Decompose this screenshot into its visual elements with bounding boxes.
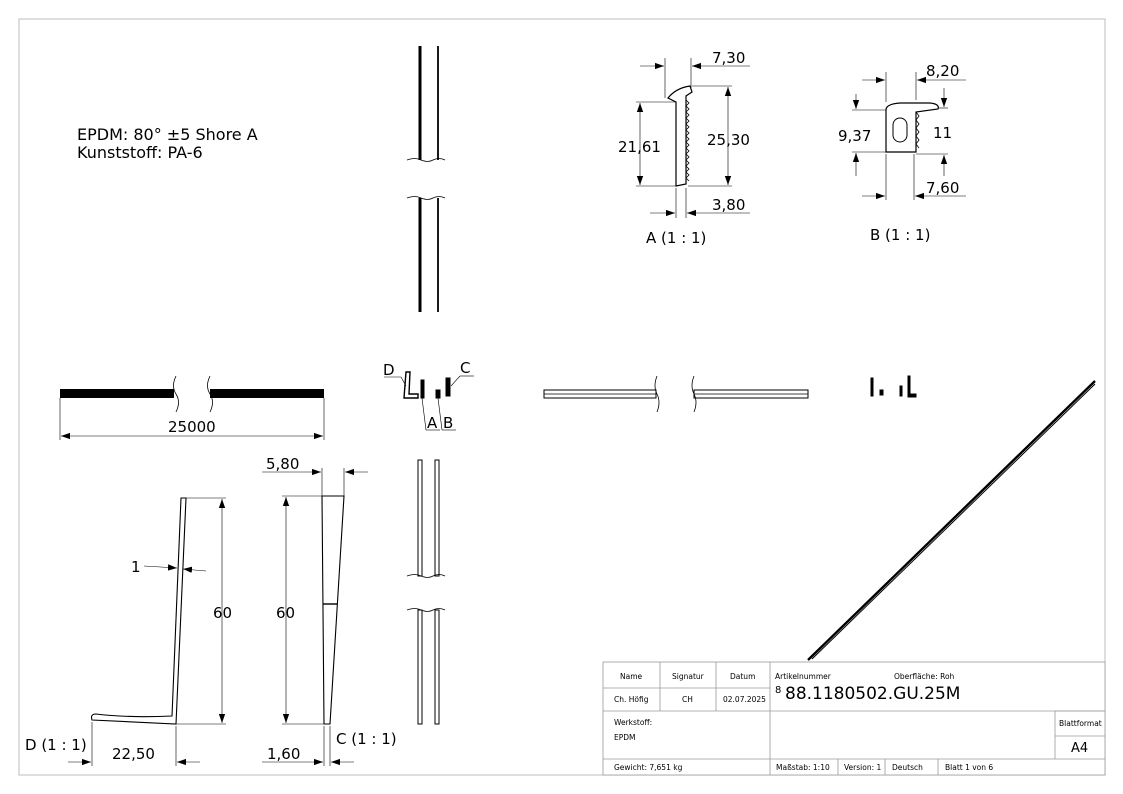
view-label-b: B (1 : 1) [870,226,930,244]
dim-d-thickness: 1 [131,558,141,576]
callout-b: B [443,414,453,432]
tb-rev-mark: 8 [775,685,781,696]
dim-c-height: 60 [276,604,295,622]
tiny-end-view [870,375,917,398]
tb-scale: Maßstab: 1:10 [776,763,830,772]
dim-b-right: 11 [933,124,952,142]
material-line-plastic: Kunststoff: PA-6 [77,143,203,162]
tb-sheet: Blatt 1 von 6 [945,763,993,772]
view-label-c: C (1 : 1) [336,730,397,748]
dim-a-width: 7,30 [712,49,745,67]
callout-d: D [383,361,395,379]
dim-c-bottom: 1,60 [267,745,300,763]
vertical-strip-bottom [406,459,446,725]
dim-a-left-height: 21,61 [618,138,661,156]
tb-material-label: Werkstoff: [614,718,652,727]
tb-article-label: Artikelnummer [775,672,832,681]
dim-d-base: 22,50 [112,745,155,763]
view-label-a: A (1 : 1) [646,229,706,247]
vertical-strip-top [406,46,446,312]
tb-weight: Gewicht: 7,651 kg [614,763,683,772]
long-bar-view [59,375,325,440]
sheet-border [18,18,1106,776]
tb-format-value: A4 [1071,741,1088,756]
dim-overall-length: 25000 [168,418,216,436]
tb-signature-label: Signatur [672,672,705,681]
dim-a-right-height: 25,30 [707,131,750,149]
tb-article-number: 88.1180502.GU.25M [785,684,960,704]
callout-c: C [460,359,470,377]
detail-b [852,72,966,200]
view-label-d: D (1 : 1) [25,736,87,754]
title-block [602,661,1106,776]
dim-b-left: 9,37 [838,127,871,145]
tb-material-value: EPDM [614,733,636,742]
diagonal-strip-view [807,380,1096,661]
tb-name-label: Name [620,672,643,681]
detail-a [636,58,750,218]
dim-b-bottom: 7,60 [926,179,959,197]
detail-c [262,468,368,766]
horizontal-strip-view [543,375,809,413]
tb-signature-value: CH [682,695,693,704]
tb-name-value: Ch. Höfig [614,695,649,704]
tb-date-label: Datum [730,672,755,681]
dim-c-top: 5,80 [266,455,299,473]
dim-a-bottom: 3,80 [712,196,745,214]
dim-b-top: 8,20 [926,62,959,80]
section-callout-view [384,371,474,431]
detail-d [68,497,226,766]
tb-date-value: 02.07.2025 [723,695,766,704]
material-note: EPDM: 80° ±5 Shore A Kunststoff: PA-6 [77,126,258,162]
tb-format-label: Blattformat [1059,719,1102,728]
material-line-epdm: EPDM: 80° ±5 Shore A [77,125,258,144]
tb-language: Deutsch [892,763,923,772]
tb-version: Version: 1 [844,763,881,772]
dim-d-height: 60 [213,604,232,622]
callout-a: A [427,414,438,432]
tb-surface: Oberfläche: Roh [894,672,955,681]
